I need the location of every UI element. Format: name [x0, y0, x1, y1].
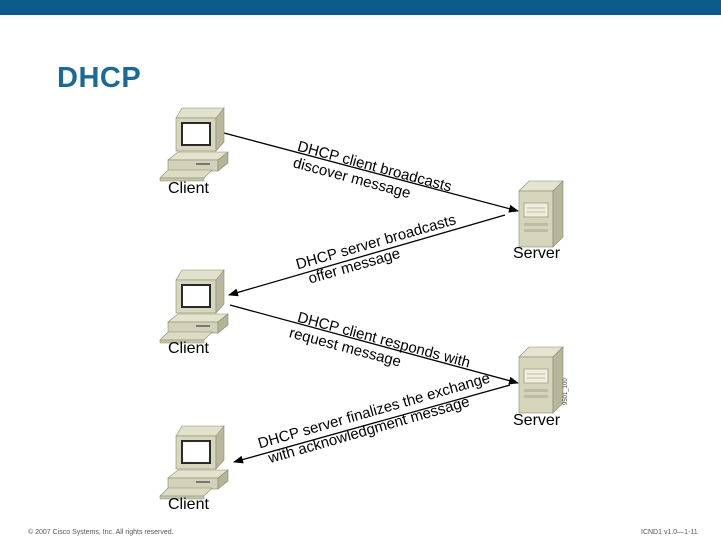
- figure-code: 9501_100: [563, 378, 569, 405]
- arrow-offer: [228, 214, 506, 297]
- client-computer-icon: [159, 425, 229, 500]
- arrow-request: [229, 304, 519, 385]
- client-label: Client: [168, 496, 209, 513]
- footer-copyright: © 2007 Cisco Systems, Inc. All rights re…: [28, 529, 174, 536]
- client-computer-icon: [159, 107, 229, 182]
- client-label: Client: [168, 180, 209, 197]
- arrow-acknowledgment: [233, 384, 511, 464]
- server-label: Server: [513, 245, 561, 262]
- top-bar: [0, 0, 721, 15]
- arrow-discover: [223, 132, 519, 213]
- client-label: Client: [168, 340, 209, 357]
- server-icon: [518, 180, 564, 248]
- footer-course-code: ICND1 v1.0—1-11: [641, 529, 698, 536]
- client-computer-icon: [159, 269, 229, 344]
- slide-title: DHCP: [57, 62, 142, 94]
- server-label: Server: [513, 412, 561, 429]
- server-icon: [518, 346, 564, 414]
